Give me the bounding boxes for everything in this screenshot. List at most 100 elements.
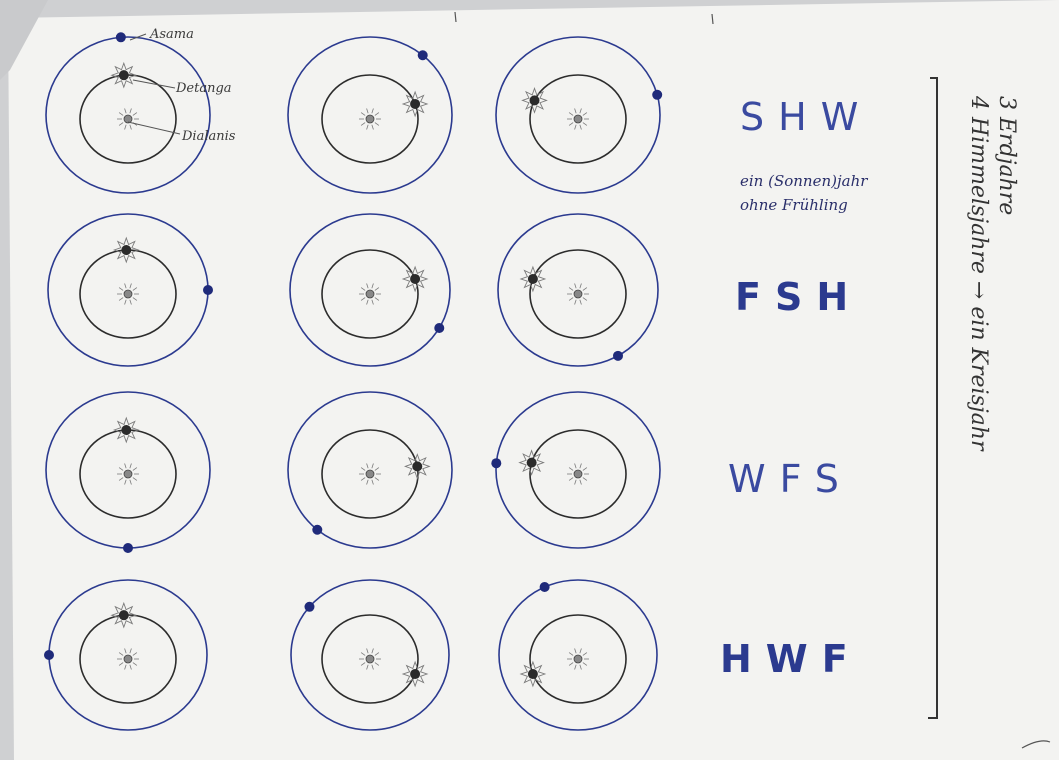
star-ray <box>124 108 127 114</box>
star-ray <box>574 648 577 654</box>
star-ray <box>366 479 369 485</box>
planet-body <box>527 273 538 284</box>
pen-mark <box>711 13 714 25</box>
planet-glow <box>110 601 138 629</box>
star-ray <box>582 122 588 126</box>
star-ray <box>360 662 366 666</box>
star-core <box>123 289 133 299</box>
star-ray <box>574 299 577 305</box>
planet-body <box>527 669 538 680</box>
star-ray <box>124 124 127 130</box>
outer-orbit <box>495 391 661 549</box>
star-ray <box>574 108 577 114</box>
pen-mark <box>454 11 457 23</box>
star-ray <box>118 477 124 481</box>
star-ray <box>374 122 380 126</box>
side-line-1: 3 Erdjahre <box>994 96 1019 215</box>
planet-glow <box>401 660 429 688</box>
planet-glow <box>110 61 138 89</box>
outer-moon <box>491 458 502 469</box>
star-ray <box>371 299 374 305</box>
star-core <box>573 289 583 299</box>
outer-orbit <box>497 213 659 367</box>
star-ray <box>360 112 366 116</box>
orbit-diagram <box>287 391 453 549</box>
planet-glow <box>519 265 547 293</box>
star-ray <box>582 112 588 116</box>
star-ray <box>374 662 380 666</box>
star-ray <box>568 652 574 656</box>
season-labels: SHW ein (Sonnen)jahr ohne Frühling FSH W… <box>720 95 872 681</box>
star-ray <box>129 108 132 114</box>
star-ray <box>132 662 138 666</box>
star-ray <box>568 112 574 116</box>
star-ray <box>582 477 588 481</box>
outer-moon <box>434 323 445 333</box>
star-ray <box>124 283 127 289</box>
star-ray <box>129 463 132 469</box>
outer-moon <box>652 89 663 100</box>
outer-orbit <box>287 391 453 549</box>
outer-moon <box>417 50 428 61</box>
inner-orbit <box>529 249 627 339</box>
star-core <box>365 114 375 124</box>
star-ray <box>118 297 124 301</box>
star-ray <box>568 287 574 291</box>
outer-orbit <box>45 36 211 194</box>
orbit-diagram <box>290 579 450 731</box>
inner-orbit <box>529 74 627 164</box>
star-ray <box>124 463 127 469</box>
inner-planet <box>519 660 547 688</box>
planet-body <box>118 610 129 621</box>
outer-moon <box>539 582 550 593</box>
star-ray <box>579 124 582 130</box>
star-ray <box>579 299 582 305</box>
season-row-1: SHW <box>740 95 872 139</box>
planet-glow <box>519 660 547 688</box>
star-ray <box>124 299 127 305</box>
central-star <box>359 283 381 305</box>
star-ray <box>371 463 374 469</box>
inner-orbit <box>529 429 627 519</box>
outer-moon <box>312 524 323 535</box>
planet-body <box>118 70 129 81</box>
star-ray <box>371 479 374 485</box>
orbit-diagrams <box>44 32 663 731</box>
star-ray <box>118 467 124 471</box>
outer-orbit <box>289 213 451 367</box>
star-ray <box>574 283 577 289</box>
inner-planet <box>110 601 138 629</box>
star-ray <box>579 479 582 485</box>
outer-orbit <box>287 36 453 194</box>
planet-glow <box>521 87 548 114</box>
star-ray <box>579 664 582 670</box>
star-ray <box>371 108 374 114</box>
star-ray <box>129 124 132 130</box>
star-ray <box>579 648 582 654</box>
season-row-2: FSH <box>735 275 862 319</box>
star-ray <box>374 287 380 291</box>
star-ray <box>366 664 369 670</box>
season-row-3: WFS <box>728 457 853 501</box>
star-ray <box>374 112 380 116</box>
season-row-4: HWF <box>720 637 862 681</box>
orbit-labels: Asama Detanga Dialanis <box>127 27 236 144</box>
planet-body <box>529 95 540 106</box>
paper-sheet <box>8 0 1059 760</box>
star-ray <box>374 297 380 301</box>
star-ray <box>366 124 369 130</box>
central-star <box>117 463 139 485</box>
planet-glow <box>401 265 429 293</box>
inner-orbit <box>321 614 419 704</box>
star-ray <box>568 122 574 126</box>
star-ray <box>124 479 127 485</box>
star-ray <box>132 652 138 656</box>
star-core <box>123 469 133 479</box>
star-ray <box>568 477 574 481</box>
star-ray <box>366 648 369 654</box>
star-ray <box>124 648 127 654</box>
star-ray <box>582 652 588 656</box>
star-ray <box>582 297 588 301</box>
planet-glow <box>403 453 431 480</box>
inner-planet <box>518 449 545 476</box>
